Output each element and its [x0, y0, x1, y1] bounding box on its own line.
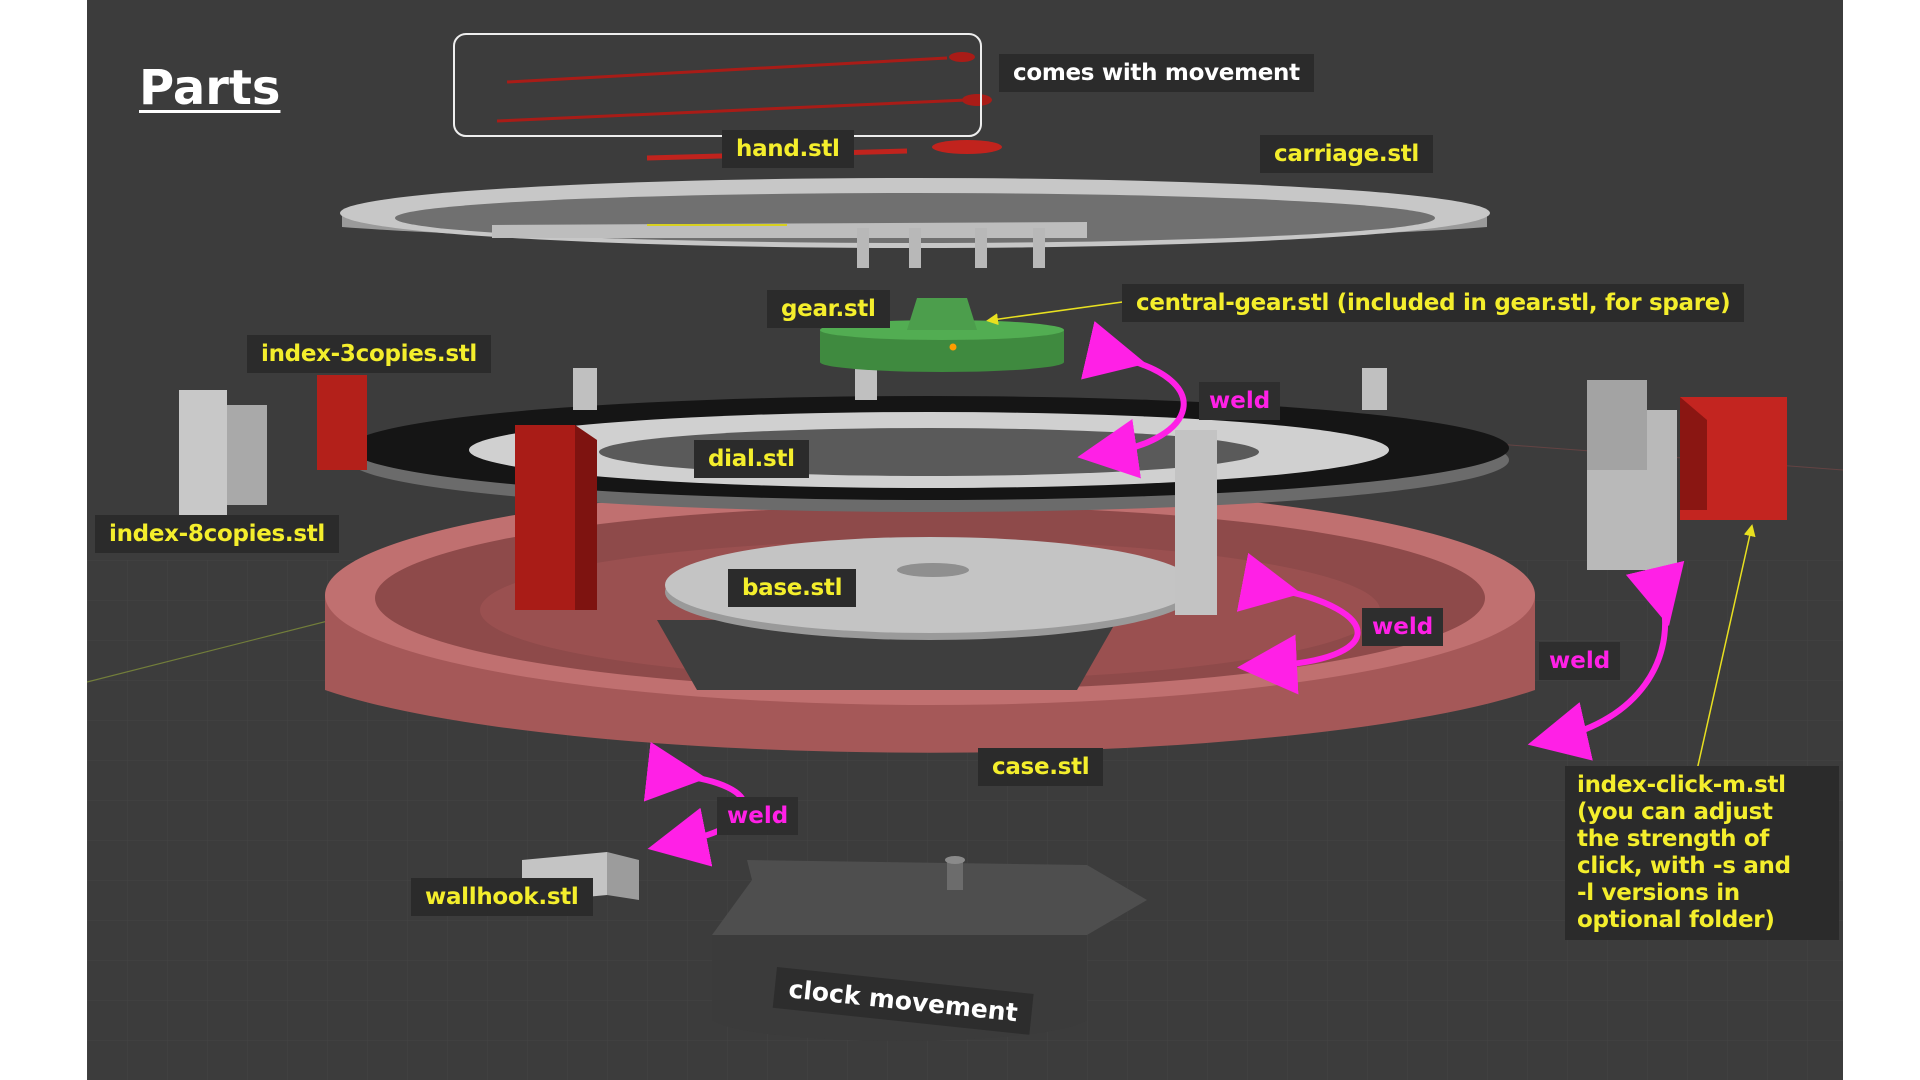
index-8copies-part	[179, 368, 1677, 615]
index-click-line-4: click, with -s and	[1577, 853, 1791, 879]
central-gear-pointer	[986, 299, 1138, 326]
index-click-pointer	[1696, 524, 1756, 771]
movement-hands-box	[453, 33, 982, 137]
comes-with-movement-label: comes with movement	[999, 54, 1314, 92]
render-viewport: Parts comes with movement hand.stl carri…	[87, 0, 1843, 1080]
central-gear-label: central-gear.stl (included in gear.stl, …	[1122, 284, 1745, 322]
wallhook-label: wallhook.stl	[411, 878, 593, 916]
gear-label: gear.stl	[767, 290, 890, 328]
page-title: Parts	[139, 60, 281, 116]
weld-arrow-index-click	[1527, 560, 1685, 761]
index-click-line-3: the strength of	[1577, 826, 1770, 852]
weld-label-index-click: weld	[1539, 642, 1621, 680]
weld-arrow-base-case	[1236, 552, 1361, 695]
index-3copies-part	[317, 375, 1787, 610]
index-click-line-1: index-click-m.stl	[1577, 772, 1786, 798]
weld-label-base-case: weld	[1362, 608, 1444, 646]
weld-arrow-gear-dial	[1077, 321, 1187, 479]
index-3copies-label: index-3copies.stl	[247, 335, 491, 373]
dial-label: dial.stl	[694, 440, 809, 478]
index-click-label: index-click-m.stl (you can adjust the st…	[1565, 766, 1839, 940]
index-click-line-6: optional folder)	[1577, 907, 1775, 933]
carriage-label: carriage.stl	[1260, 135, 1434, 173]
case-label: case.stl	[978, 748, 1104, 786]
weld-arrows	[643, 321, 1685, 867]
hand-label: hand.stl	[722, 130, 854, 168]
index-click-line-5: -l versions in	[1577, 880, 1740, 906]
weld-label-gear-dial: weld	[1199, 382, 1281, 420]
gear-part	[820, 298, 1064, 372]
base-part	[665, 537, 1195, 640]
index-click-line-2: (you can adjust	[1577, 799, 1773, 825]
index-8copies-label: index-8copies.stl	[95, 515, 339, 553]
base-label: base.stl	[728, 569, 857, 607]
weld-label-wallhook: weld	[717, 797, 799, 835]
carriage-part	[340, 178, 1490, 268]
